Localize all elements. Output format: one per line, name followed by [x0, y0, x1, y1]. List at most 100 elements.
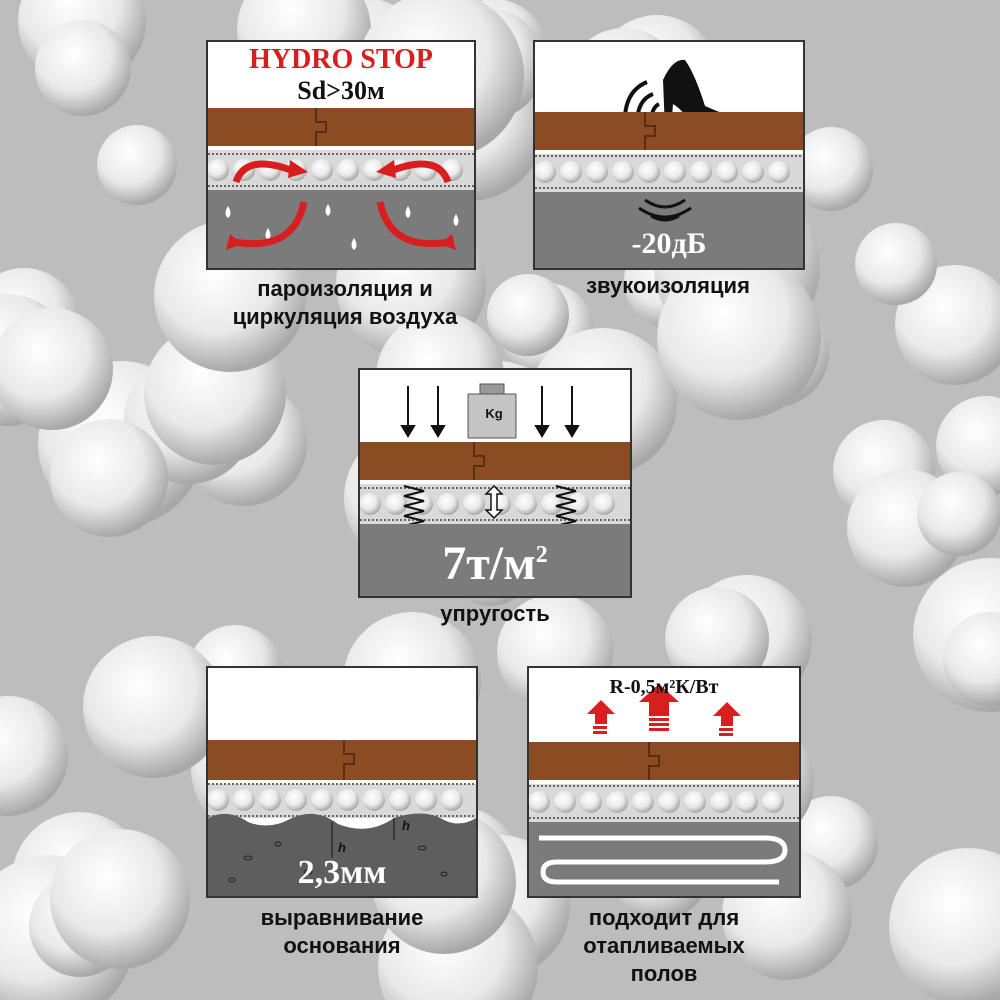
foam-ball	[917, 472, 1000, 556]
sound-insulation-panel: -20дБ	[533, 40, 805, 270]
foam-bead	[233, 789, 255, 811]
sound-reduction-value: -20дБ	[631, 227, 707, 260]
spring-icon	[403, 485, 577, 527]
foam-bead	[311, 159, 333, 181]
weight-label: Kg	[485, 406, 503, 421]
foam-bead	[441, 789, 463, 811]
height-label-2: h	[402, 818, 410, 833]
elasticity-panel: Kg 7т/м2	[358, 368, 632, 598]
hydro-stop-title: HYDRO STOP	[249, 44, 433, 75]
foam-bead	[736, 791, 758, 813]
foam-ball	[665, 587, 769, 691]
leveling-value: 2,3мм	[297, 854, 387, 891]
caption-line: отапливаемых	[583, 933, 745, 958]
foam-bead	[337, 159, 359, 181]
foam-ball	[855, 223, 937, 305]
elasticity-exponent: 2	[535, 542, 548, 568]
foam-bead	[360, 493, 381, 515]
foam-ball	[487, 274, 569, 356]
foam-bead	[554, 791, 576, 813]
foam-bead	[606, 791, 628, 813]
foam-ball	[943, 612, 1000, 706]
foam-underlay	[529, 785, 799, 819]
sound-caption: звукоизоляция	[586, 273, 750, 298]
foam-ball	[35, 20, 131, 116]
air-circulation-arrows	[232, 160, 452, 248]
foam-bead	[389, 789, 411, 811]
foam-bead	[311, 789, 333, 811]
foam-ball	[0, 696, 68, 816]
heated-floor-illustration	[529, 684, 799, 896]
foam-bead	[742, 161, 764, 183]
foam-ball	[83, 636, 225, 778]
caption-line: выравнивание	[260, 905, 424, 930]
foam-bead	[690, 161, 712, 183]
foam-ball	[0, 308, 113, 430]
foam-underlay	[208, 783, 476, 817]
foam-bead	[541, 493, 563, 515]
foam-bead	[716, 161, 738, 183]
foam-bead	[363, 159, 385, 181]
foam-bead	[658, 791, 680, 813]
foam-bead	[415, 789, 437, 811]
foam-bead	[463, 493, 485, 515]
foam-bead	[612, 161, 634, 183]
heat-arrow-icon	[587, 684, 741, 736]
caption-line: пароизоляция и	[257, 276, 433, 301]
foam-bead	[593, 493, 615, 515]
foam-bead	[337, 789, 359, 811]
foam-bead	[208, 789, 229, 811]
foam-bead	[515, 493, 537, 515]
foam-ball	[50, 829, 190, 969]
foam-bead	[437, 493, 459, 515]
foam-ball	[889, 848, 1000, 1000]
elasticity-number: 7т/м	[442, 537, 536, 590]
foam-bead	[710, 791, 732, 813]
elasticity-illustration	[360, 383, 630, 596]
foam-bead	[535, 161, 556, 183]
leveling-caption: выравнивание основания	[206, 904, 478, 960]
foam-bead	[632, 791, 654, 813]
foam-ball	[789, 127, 873, 211]
foam-bead	[638, 161, 660, 183]
foam-bead	[762, 791, 784, 813]
leveling-panel: h h 2,3мм	[206, 666, 478, 898]
foam-bead	[664, 161, 686, 183]
heated-floor-panel: R-0,5м²К/Вт	[527, 666, 801, 898]
caption-line: циркуляция воздуха	[232, 304, 458, 329]
caption-line: полов	[630, 961, 698, 986]
sound-waves-icon	[638, 198, 692, 222]
foam-ball	[657, 256, 821, 420]
foam-bead	[560, 161, 582, 183]
load-arrow-icons	[400, 386, 580, 438]
heating-pipe	[539, 835, 788, 885]
elasticity-value: 7т/м2	[360, 536, 630, 591]
foam-bead	[259, 789, 281, 811]
heated-floor-caption: подходит для отапливаемых полов	[527, 904, 801, 988]
hydro-stop-panel: HYDRO STOP Sd>30м	[206, 40, 476, 270]
elasticity-caption: упругость	[440, 601, 550, 626]
foam-bead	[586, 161, 608, 183]
caption-line: подходит для	[588, 905, 740, 930]
height-label-1: h	[338, 840, 346, 855]
caption-line: основания	[283, 933, 401, 958]
foam-bead	[580, 791, 602, 813]
foam-bead	[385, 493, 407, 515]
foam-bead	[529, 791, 550, 813]
foam-bead	[285, 789, 307, 811]
weight-icon	[467, 383, 517, 439]
foam-bead	[684, 791, 706, 813]
thermal-resistance-value: R-0,5м²К/Вт	[609, 676, 719, 698]
sd-value: Sd>30м	[297, 76, 385, 105]
foam-bead	[208, 159, 229, 181]
hydro-stop-illustration	[208, 108, 474, 268]
sound-insulation-illustration	[535, 59, 803, 268]
foam-ball	[936, 396, 1000, 496]
compression-arrow-icon	[484, 484, 504, 520]
foam-ball	[50, 419, 168, 537]
foam-underlay	[535, 155, 803, 189]
foam-ball	[97, 125, 177, 205]
foam-bead	[363, 789, 385, 811]
hydro-stop-caption: пароизоляция и циркуляция воздуха	[180, 275, 510, 331]
foam-bead	[768, 161, 790, 183]
